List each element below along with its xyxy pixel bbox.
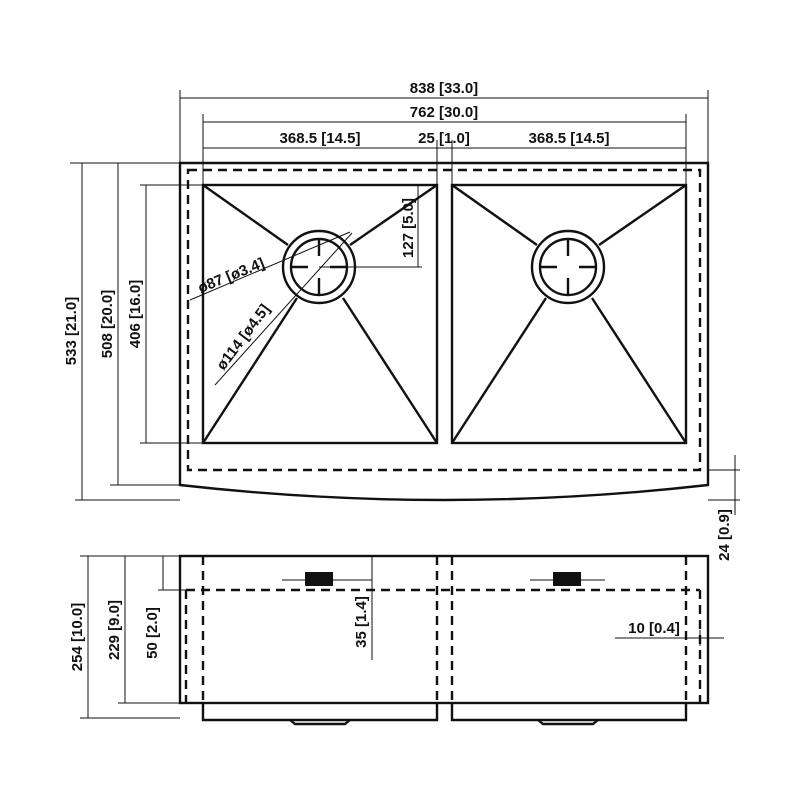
right-drain: [530, 229, 606, 305]
left-bowl: [201, 183, 439, 445]
dim-bowl-height: 229 [9.0]: [106, 600, 123, 660]
bowl-bottoms: [201, 703, 688, 722]
hidden-bowl-lines: [184, 556, 702, 703]
dim-bowl-depth: 406 [16.0]: [127, 280, 144, 348]
dim-overall-depth: 533 [21.0]: [63, 297, 80, 365]
dim-overall-height: 254 [10.0]: [69, 603, 86, 671]
dim-side-depth: 508 [20.0]: [99, 290, 116, 358]
overflow-right: [530, 572, 605, 586]
dim-right-bowl-width: 368.5 [14.5]: [529, 130, 610, 147]
dim-divider-width: 25 [1.0]: [418, 130, 470, 147]
dim-left-bowl-width: 368.5 [14.5]: [280, 130, 361, 147]
dim-wall-thickness: 10 [0.4]: [628, 620, 680, 637]
dim-drain-outer-dia: ø114 [ø4.5]: [213, 301, 273, 373]
front-outline: [178, 554, 710, 705]
overflow-left: [282, 572, 372, 586]
dim-drain-inner-dia: ø87 [ø3.4]: [196, 255, 267, 297]
dim-apron-height: 50 [2.0]: [144, 607, 161, 659]
hidden-rim-line: [186, 168, 702, 472]
front-view: 254 [10.0] 229 [9.0] 50 [2.0] 35 [1.4] 1…: [69, 554, 724, 726]
right-bowl: [450, 183, 688, 445]
dim-apron-curve: 24 [0.9]: [716, 509, 733, 561]
dim-drain-offset: 127 [5.0]: [400, 198, 417, 258]
dim-overall-width: 838 [33.0]: [410, 80, 478, 97]
top-view: 838 [33.0] 762 [30.0] 368.5 [14.5] 25 [1…: [63, 80, 740, 561]
right-bowl-slopes: [450, 184, 688, 444]
sink-outline: [178, 161, 710, 502]
dim-overflow-height: 35 [1.4]: [353, 596, 370, 648]
left-bowl-slopes: [201, 184, 439, 444]
dim-bowls-width: 762 [30.0]: [410, 104, 478, 121]
